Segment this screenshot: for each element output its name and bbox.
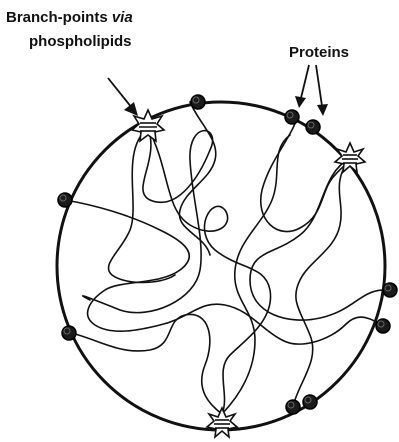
protein-dot — [376, 319, 390, 333]
proteins-label: Proteins — [289, 44, 349, 61]
phospholipids-label: phospholipids — [29, 33, 132, 50]
chain-6 — [65, 200, 384, 344]
chain-4 — [261, 116, 352, 232]
particle-boundary — [57, 102, 385, 430]
protein-dot — [303, 395, 317, 409]
protein-dot — [62, 326, 76, 340]
protein-dot — [285, 110, 299, 124]
chain-3 — [108, 128, 175, 283]
branch-point-bottom — [207, 408, 237, 437]
branch-points-label: Branch-points via — [6, 9, 133, 26]
protein-dot — [383, 283, 397, 297]
proteins-arrow-left — [295, 65, 309, 108]
branch-points-arrow — [108, 78, 138, 116]
chain-1 — [83, 128, 213, 313]
branch-points-label-via: via — [112, 9, 133, 26]
chain-9 — [293, 158, 350, 406]
chain-10 — [179, 102, 215, 255]
protein-dot — [191, 95, 205, 109]
starburst-icon — [335, 143, 365, 172]
protein-dot — [58, 193, 72, 207]
protein-dot — [286, 400, 300, 414]
chain-8 — [222, 135, 290, 414]
protein-dot — [306, 120, 320, 134]
proteins-arrow-right — [316, 65, 328, 116]
branch-points-label-prefix: Branch-points — [6, 9, 112, 26]
starburst-icon — [207, 408, 237, 437]
branch-point-right — [335, 143, 365, 172]
proteins — [58, 95, 397, 414]
